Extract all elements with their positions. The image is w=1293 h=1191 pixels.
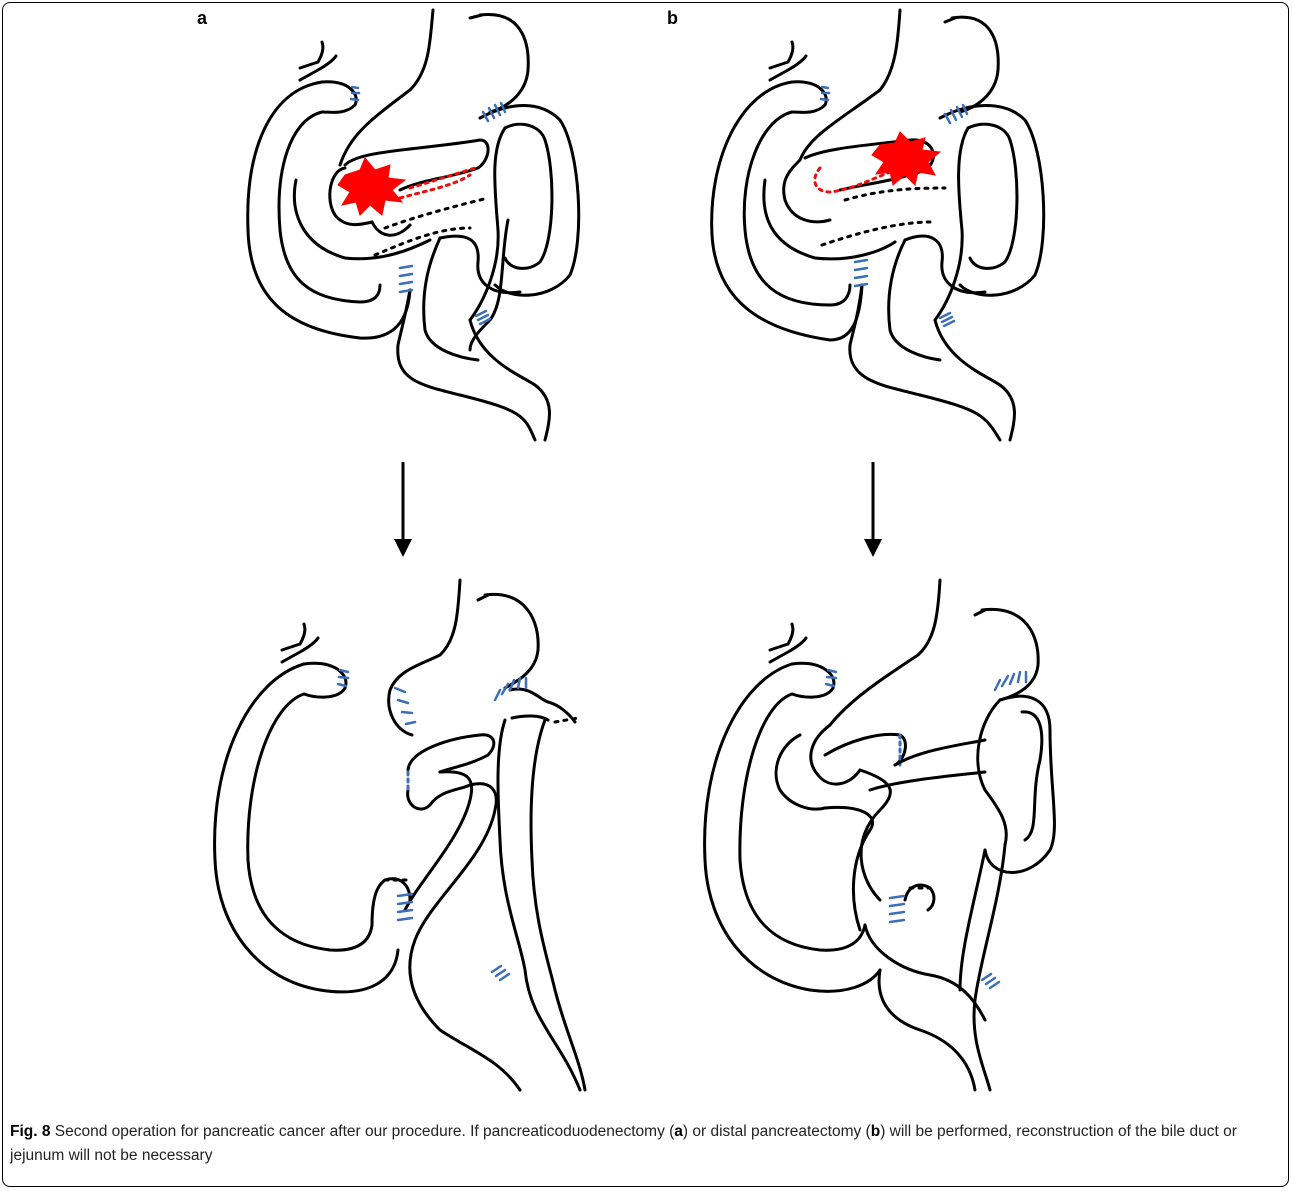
- tumor-head-marker: [338, 158, 405, 215]
- caption-text-1: Second operation for pancreatic cancer a…: [50, 1123, 674, 1140]
- panel-b-post-op: [705, 580, 1055, 1090]
- caption-text-2: ) or distal pancreatectomy (: [683, 1123, 871, 1140]
- panel-label-a: a: [197, 8, 207, 29]
- figure-caption: Fig. 8 Second operation for pancreatic c…: [10, 1120, 1280, 1168]
- figure-number: Fig. 8: [10, 1123, 50, 1140]
- caption-ref-b: b: [871, 1123, 880, 1140]
- panel-a-post-op: [215, 580, 585, 1090]
- caption-ref-a: a: [674, 1123, 683, 1140]
- panel-a-pre-op: [248, 10, 579, 440]
- panel-label-b: b: [667, 8, 678, 29]
- panel-b-pre-op: [712, 10, 1044, 440]
